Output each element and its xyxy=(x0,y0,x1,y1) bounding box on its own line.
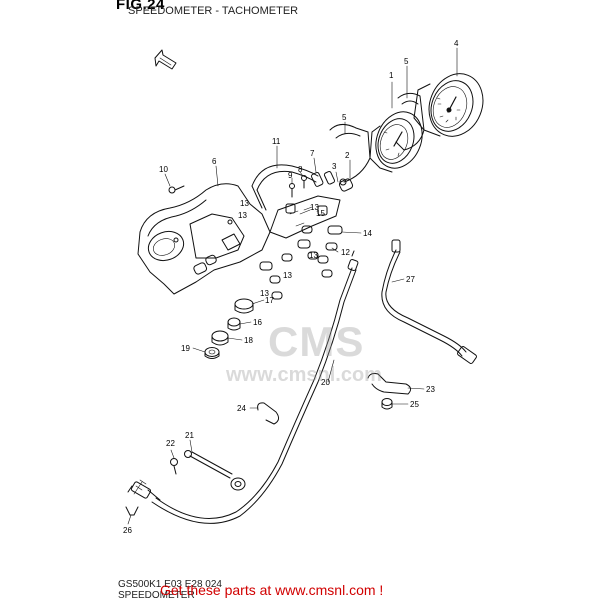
callout-13: 13 xyxy=(283,271,292,280)
callout-6: 6 xyxy=(212,157,217,166)
speedometer-gauge xyxy=(369,111,423,173)
tachometer-gauge xyxy=(413,73,484,137)
tachometer-case xyxy=(395,92,425,151)
damper-18 xyxy=(211,330,229,346)
front-arrow-icon xyxy=(154,49,177,70)
callout-7: 7 xyxy=(310,149,315,158)
meter-bracket xyxy=(251,164,319,211)
callout-19: 19 xyxy=(181,344,190,353)
callout-22: 22 xyxy=(166,439,175,448)
callout-13: 13 xyxy=(240,199,249,208)
cable-band-21 xyxy=(184,450,246,491)
callout-10: 10 xyxy=(159,165,168,174)
cushion-17 xyxy=(234,298,254,314)
callout-12: 12 xyxy=(341,248,350,257)
callout-20: 20 xyxy=(321,378,330,387)
callout-5-tachometer-case: 5 xyxy=(404,57,409,66)
leader-lines xyxy=(127,47,458,525)
callout-26: 26 xyxy=(123,526,132,535)
callout-23: 23 xyxy=(426,385,435,394)
callout-5-speedometer-case: 5 xyxy=(342,113,347,122)
nut-19 xyxy=(204,347,220,359)
model-code: GS500K1 E03 E28 024 xyxy=(118,579,222,590)
callout-13: 13 xyxy=(310,203,319,212)
callout-14: 14 xyxy=(363,229,372,238)
grommets xyxy=(259,225,343,300)
watermark-url: www.cmsnl.com xyxy=(226,364,382,386)
callout-24: 24 xyxy=(237,404,246,413)
callout-16: 16 xyxy=(253,318,262,327)
callout-21: 21 xyxy=(185,431,194,440)
watermark-logo: CMS xyxy=(268,318,365,365)
callout-labels: 1 2 3 4 5 5 6 7 8 9 10 11 12 13 13 13 13… xyxy=(123,39,459,535)
callout-3: 3 xyxy=(332,162,337,171)
bolt-25 xyxy=(381,398,393,410)
callout-9: 9 xyxy=(288,171,293,180)
callout-2: 2 xyxy=(345,151,350,160)
screw-22 xyxy=(170,458,178,475)
stopper-26 xyxy=(125,506,139,516)
section-label: SPEEDOMETER xyxy=(118,590,195,601)
callout-13: 13 xyxy=(309,251,318,260)
promo-link[interactable]: Get these parts at www.cmsnl.com ! xyxy=(160,582,384,598)
callout-4: 4 xyxy=(454,39,459,48)
meter-cover-plate xyxy=(269,195,341,239)
bulb-socket xyxy=(310,171,354,192)
collar-16 xyxy=(227,317,241,331)
tachometer-cable xyxy=(381,239,477,364)
callout-8: 8 xyxy=(298,165,303,174)
meter-housing xyxy=(137,183,271,295)
callout-27: 27 xyxy=(406,275,415,284)
callout-1: 1 xyxy=(389,71,394,80)
figure-subtitle: SPEEDOMETER - TACHOMETER xyxy=(128,5,299,17)
speedometer-case xyxy=(329,124,371,183)
callout-17: 17 xyxy=(265,296,274,305)
callout-13: 13 xyxy=(238,211,247,220)
callout-11: 11 xyxy=(272,137,281,146)
callout-13: 13 xyxy=(260,289,269,298)
figure-title: FIG.24 xyxy=(116,0,165,13)
callout-15: 15 xyxy=(316,209,325,218)
callout-18: 18 xyxy=(244,336,253,345)
speedometer-cable xyxy=(127,250,359,524)
clip-24 xyxy=(257,402,280,425)
callout-25: 25 xyxy=(410,400,419,409)
